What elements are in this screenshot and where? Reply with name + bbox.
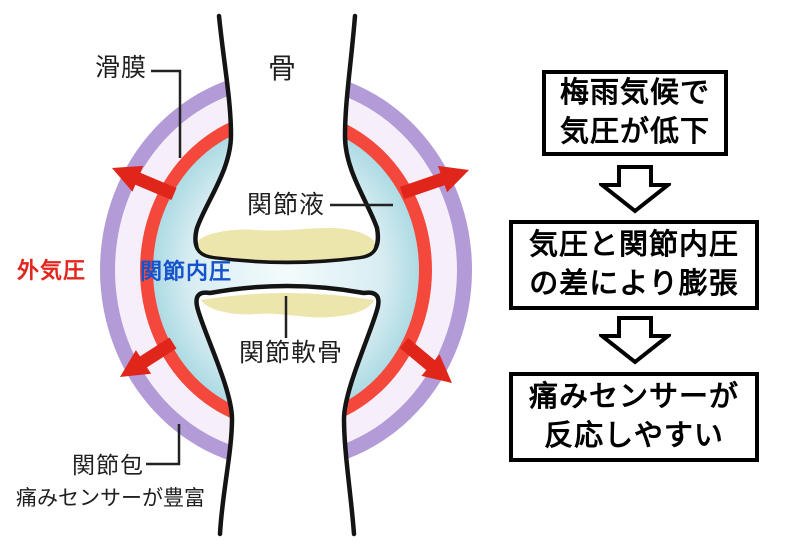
flow-down-arrow-1: [599, 165, 671, 214]
flowchart-step-1-line-1: 梅雨気候で: [559, 77, 710, 109]
flowchart-step-1: 梅雨気候で 気圧が低下: [542, 70, 728, 156]
pressure-arrow-top-right: [399, 165, 469, 200]
joint-cartilage-label: 関節軟骨: [239, 339, 344, 367]
lower-cartilage: [201, 293, 374, 318]
joint-diagram: [100, 13, 472, 537]
pressure-arrow-bottom-left: [120, 337, 177, 377]
lower-bone: [194, 283, 381, 537]
flowchart-step-2: 気圧と関節内圧 の差により膨張: [509, 220, 759, 310]
upper-cartilage: [198, 228, 375, 261]
flowchart-step-3-line-2: 反応しやすい: [544, 420, 724, 452]
bone-label: 骨: [268, 53, 298, 84]
flowchart-step-3-line-1: 痛みセンサーが: [528, 381, 739, 413]
capsule-note-label: 痛みセンサーが豊富: [16, 487, 205, 510]
synovium-label: 滑膜: [95, 54, 148, 82]
pressure-arrow-top-left: [112, 165, 177, 200]
external-pressure-label: 外気圧: [17, 258, 87, 283]
synovium-label-line: [151, 69, 182, 158]
flowchart-step-1-line-2: 気圧が低下: [559, 116, 710, 148]
pressure-arrow-bottom-right: [399, 338, 452, 383]
upper-bone: [193, 13, 381, 265]
joint-capsule-label: 関節包: [72, 452, 144, 478]
flowchart-step-2-line-2: の差により膨張: [529, 268, 739, 300]
flow-down-arrow-2: [599, 316, 671, 365]
internal-pressure-label: 関節内圧: [140, 259, 233, 284]
joint-fluid-label: 関節液: [247, 191, 326, 219]
capsule-label-line: [146, 424, 181, 466]
flowchart-step-2-line-1: 気圧と関節内圧: [528, 229, 739, 261]
flowchart-step-3: 痛みセンサーが 反応しやすい: [509, 372, 759, 462]
